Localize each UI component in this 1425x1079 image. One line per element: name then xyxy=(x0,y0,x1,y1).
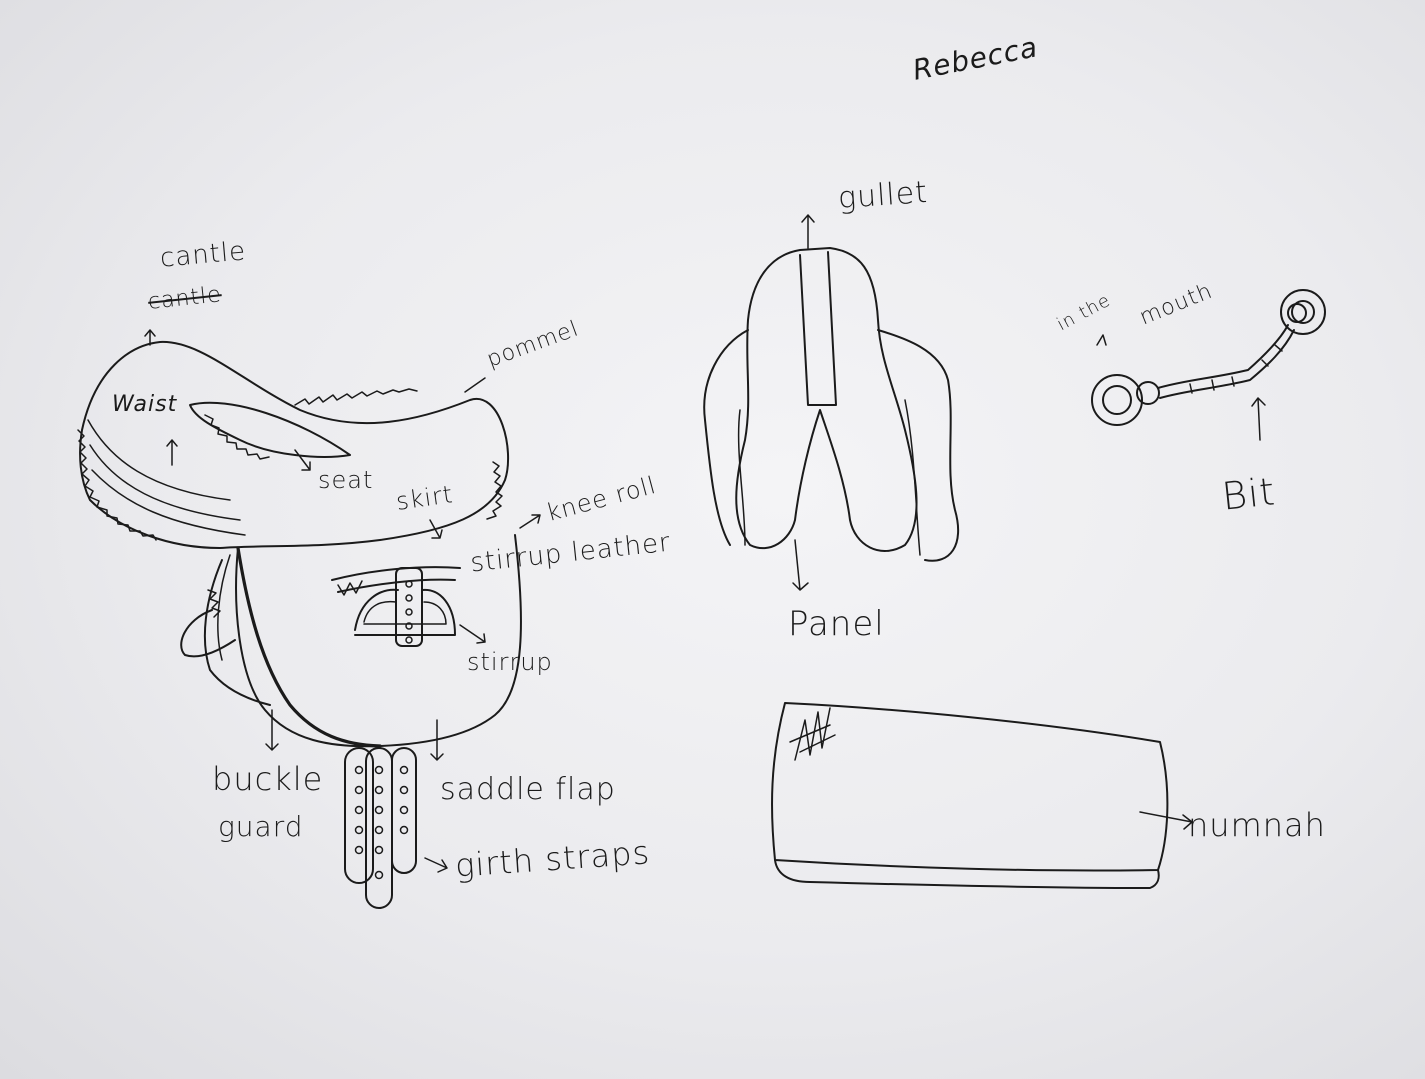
label-waist: Waist xyxy=(112,392,178,417)
numnah-sketch xyxy=(771,702,1193,889)
label-bit: Bit xyxy=(1219,469,1278,519)
label-saddle-flap: saddle flap xyxy=(440,772,616,807)
label-gullet: gullet xyxy=(836,174,930,217)
saddle-panel-sketch xyxy=(703,214,960,591)
label-buckle-guard-line1: buckle xyxy=(212,760,324,798)
label-panel: Panel xyxy=(788,604,885,644)
label-stirrup: stirrup xyxy=(467,648,553,676)
bit-sketch xyxy=(1091,289,1326,441)
label-buckle-guard-line2: guard xyxy=(218,810,304,843)
saddle-sketch xyxy=(77,329,541,909)
label-seat: seat xyxy=(318,466,374,494)
label-numnah: numnah xyxy=(1188,806,1326,844)
